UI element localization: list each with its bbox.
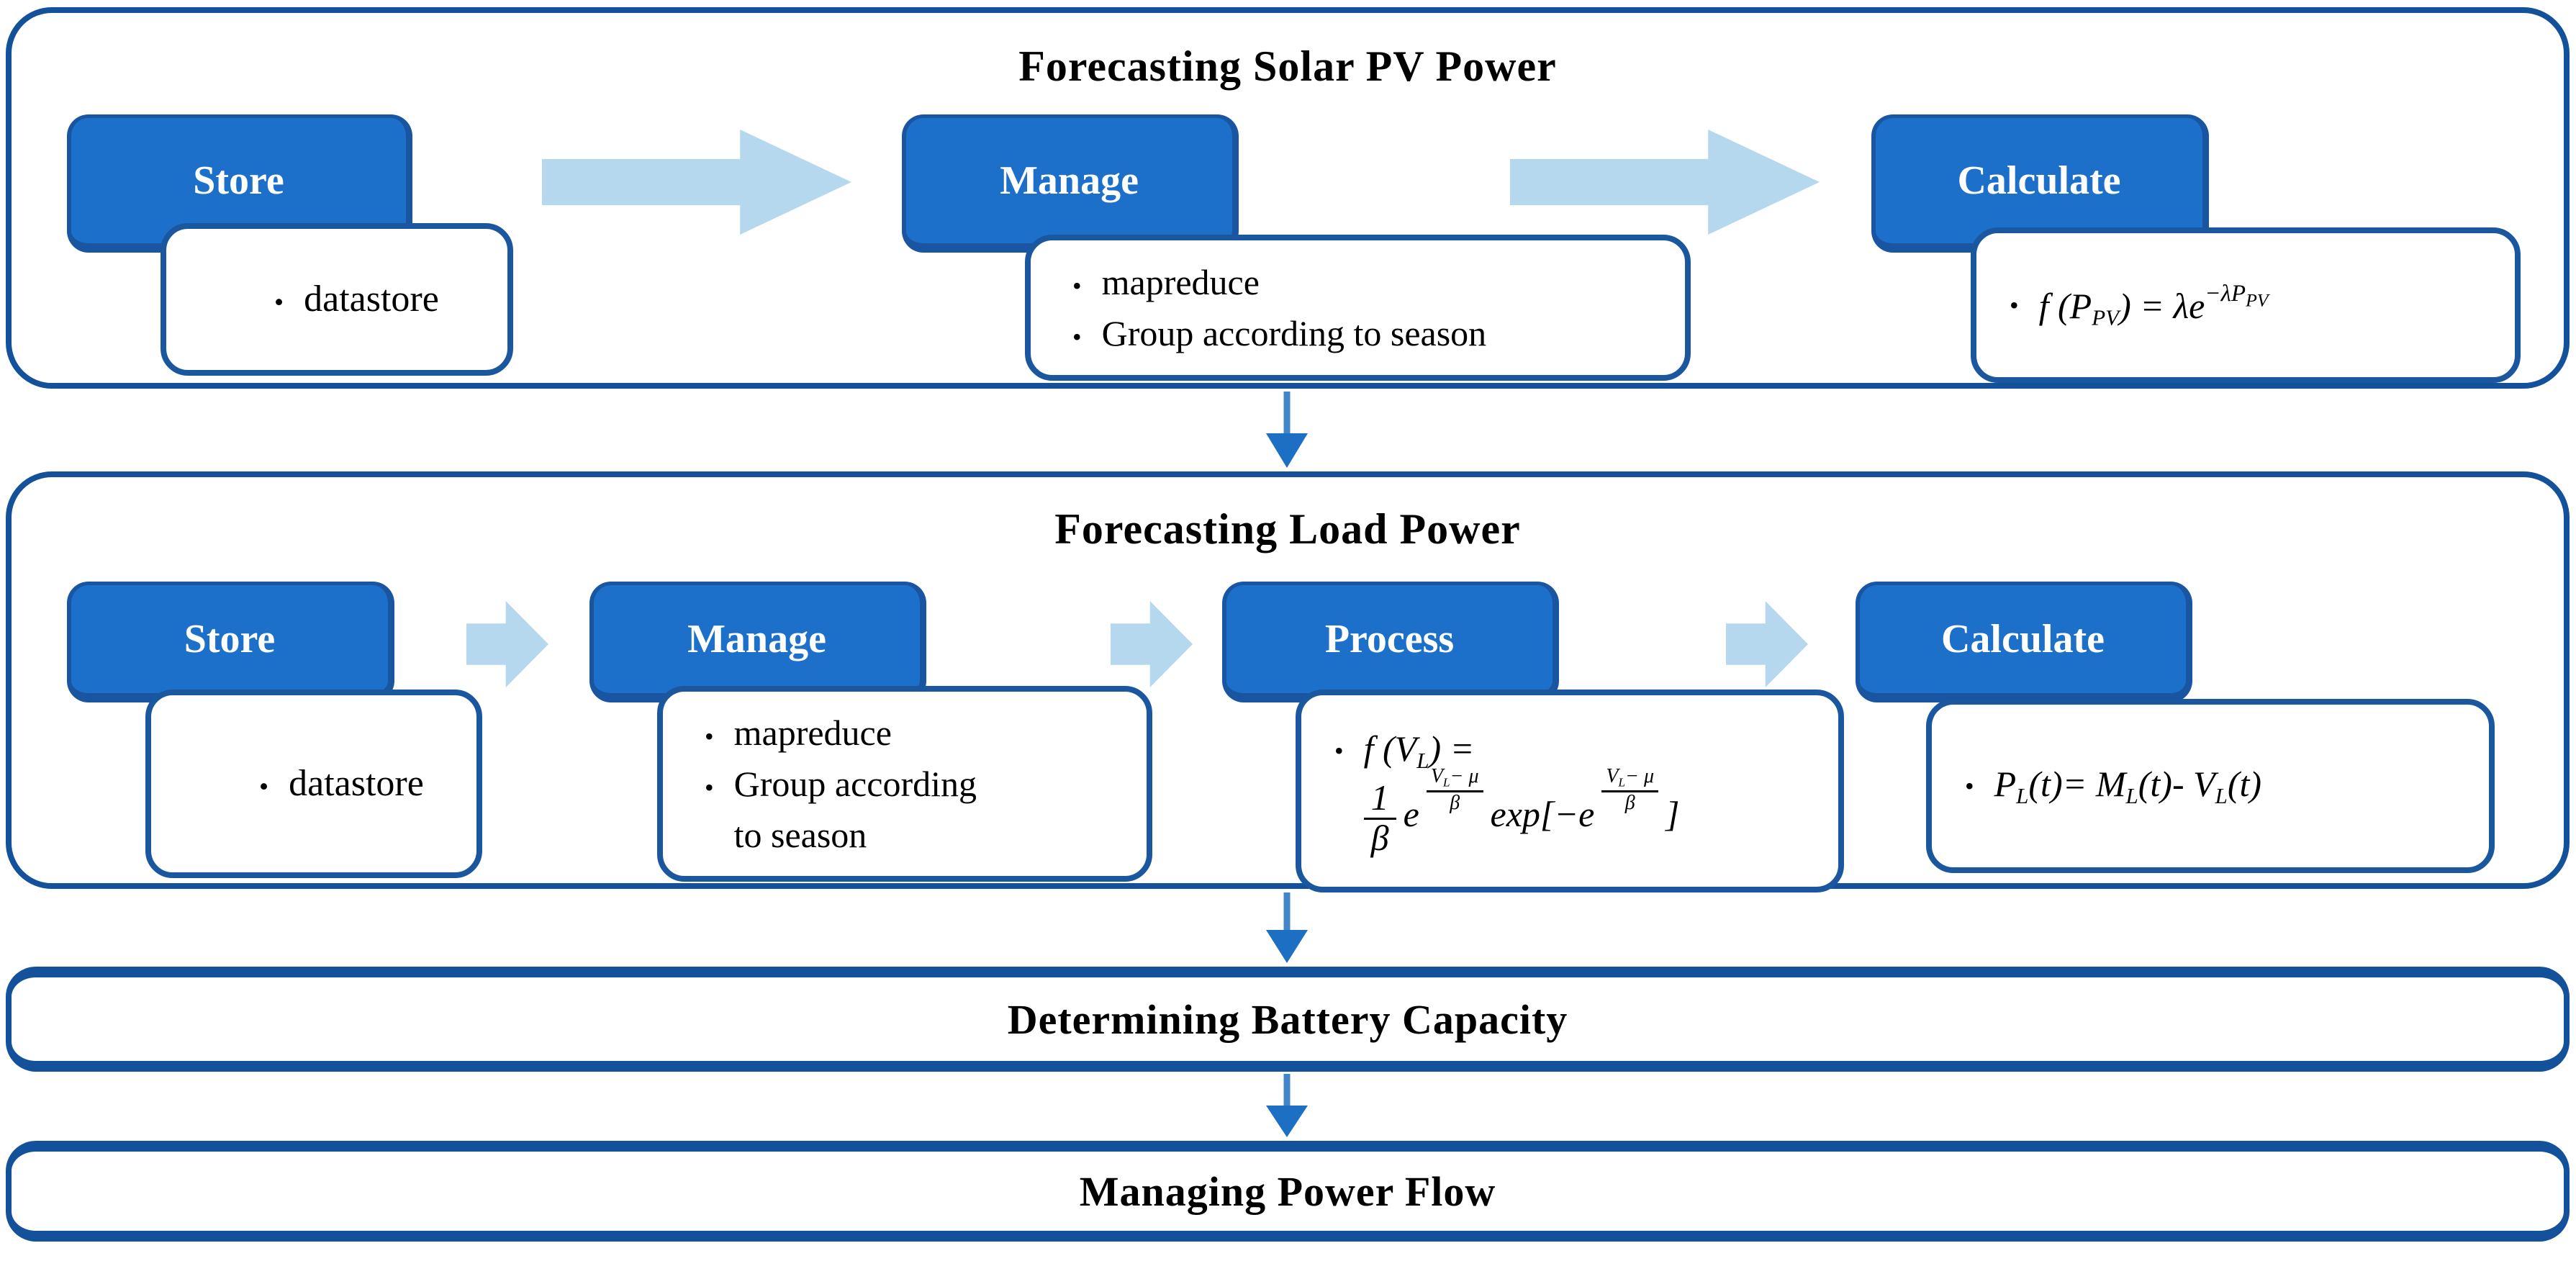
flow-arrow-right-icon — [1726, 601, 1808, 687]
stage-tab-label: Calculate — [1940, 617, 2105, 661]
stage-tab-label: Calculate — [1957, 158, 2121, 203]
stage-tab-manage: Manage — [902, 114, 1239, 253]
stage-tab-store: Store — [67, 582, 394, 702]
flow-arrow-right-icon — [542, 130, 851, 235]
bullet-item: datastore — [259, 757, 462, 810]
stage-tab-calculate: Calculate — [1856, 582, 2192, 702]
stage-tab-label: Store — [193, 158, 284, 203]
banner-determining-battery-capacity: Determining Battery Capacity — [6, 967, 2570, 1072]
banner-managing-power-flow: Managing Power Flow — [6, 1141, 2570, 1242]
callout-manage: mapreduce Group according to season — [1025, 235, 1691, 381]
section-forecasting-solar-pv: Forecasting Solar PV Power Store datasto… — [6, 7, 2570, 389]
stage-tab-manage: Manage — [589, 582, 926, 702]
bullet-item: datastore — [274, 273, 493, 326]
formula-solar-pv: f (PPV) = λe−λPPV — [1976, 279, 2515, 333]
flow-arrow-down-icon — [1255, 892, 1319, 964]
bullet-item: mapreduce — [705, 708, 1132, 759]
callout-calculate: f (PPV) = λe−λPPV — [1971, 227, 2521, 383]
bullet-item: Group according to season — [1072, 308, 1671, 359]
flow-arrow-down-icon — [1255, 392, 1319, 469]
stage-tab-label: Manage — [687, 617, 826, 661]
stage-tab-label: Manage — [1000, 158, 1139, 203]
flow-arrow-down-icon — [1255, 1074, 1319, 1139]
banner-title: Determining Battery Capacity — [1007, 995, 1568, 1043]
stage-tab-label: Store — [184, 617, 276, 661]
callout-store: datastore — [161, 223, 513, 376]
flow-arrow-right-icon — [1111, 601, 1193, 687]
flow-arrow-right-icon — [1510, 130, 1820, 235]
section-title: Forecasting Load Power — [1054, 505, 1521, 553]
bullet-item: mapreduce — [1072, 257, 1671, 308]
flow-arrow-right-icon — [466, 601, 548, 687]
section-title: Forecasting Solar PV Power — [1018, 42, 1557, 90]
callout-store: datastore — [145, 690, 482, 878]
bullet-item: Group according to season — [705, 759, 1132, 861]
banner-title: Managing Power Flow — [1079, 1167, 1496, 1215]
callout-manage: mapreduce Group according to season — [657, 686, 1152, 882]
section-forecasting-load: Forecasting Load Power Store datastore M… — [6, 471, 2570, 892]
stage-tab-label: Process — [1324, 617, 1455, 661]
callout-calculate: PL(t)= ML(t)- VL(t) — [1926, 699, 2495, 873]
formula-load-power: PL(t)= ML(t)- VL(t) — [1932, 761, 2489, 810]
stage-tab-process: Process — [1222, 582, 1559, 702]
